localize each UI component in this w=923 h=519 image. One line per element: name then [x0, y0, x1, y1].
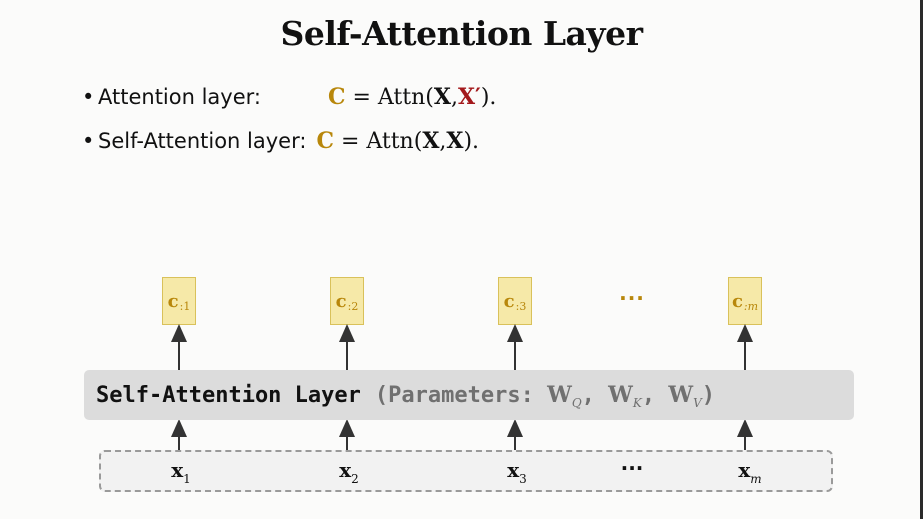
- params-close: ): [701, 383, 715, 408]
- input-symbol: x: [507, 458, 520, 482]
- input-ellipsis: ···: [620, 456, 644, 480]
- input-xm: xm: [730, 458, 770, 486]
- input-symbol: x: [738, 458, 751, 482]
- param-subscript: Q: [571, 396, 582, 410]
- input-subscript: 2: [351, 472, 359, 486]
- input-sequence-box: [99, 450, 833, 492]
- param-wq: WQ: [547, 382, 582, 410]
- formula-lhs: C: [316, 128, 334, 154]
- param-symbol: W: [547, 382, 572, 408]
- formula-eq: = Attn(: [333, 129, 423, 154]
- param-wv: WV: [668, 382, 702, 410]
- bullet-attention-layer: • Attention layer: C = Attn(X,X′).: [82, 84, 496, 110]
- formula-comma: ,: [450, 85, 458, 110]
- input-symbol: x: [339, 458, 352, 482]
- output-subscript: :3: [515, 299, 527, 313]
- params-sep: ,: [641, 383, 669, 408]
- self-attention-formula: C = Attn(X,X).: [316, 128, 479, 154]
- input-x3: x3: [497, 458, 537, 486]
- formula-lhs: C: [328, 84, 346, 110]
- formula-arg1: X: [433, 84, 451, 110]
- formula-close: ).: [463, 129, 480, 154]
- param-wk: WK: [608, 382, 642, 410]
- output-symbol: c: [731, 290, 743, 312]
- param-subscript: K: [632, 396, 642, 410]
- output-symbol: c: [167, 290, 179, 312]
- input-subscript: m: [750, 472, 762, 486]
- output-symbol: c: [503, 290, 515, 312]
- output-subscript: :m: [743, 299, 759, 313]
- attention-formula: C = Attn(X,X′).: [328, 84, 496, 110]
- input-x2: x2: [329, 458, 369, 486]
- params-sep: ,: [581, 383, 609, 408]
- input-symbol: x: [171, 458, 184, 482]
- formula-arg1: X: [422, 128, 440, 154]
- formula-eq: = Attn(: [345, 85, 434, 110]
- output-box-c2: c:2: [330, 277, 364, 325]
- formula-arg2: X: [446, 128, 464, 154]
- input-x1: x1: [161, 458, 201, 486]
- param-symbol: W: [668, 382, 694, 408]
- input-subscript: 3: [519, 472, 527, 486]
- layer-name: Self-Attention Layer: [96, 382, 361, 408]
- output-ellipsis: ···: [619, 286, 645, 310]
- bullet-label: Attention layer:: [98, 85, 261, 109]
- input-subscript: 1: [183, 472, 191, 486]
- output-symbol: c: [335, 290, 347, 312]
- output-box-c1: c:1: [162, 277, 196, 325]
- output-box-cm: c:m: [728, 277, 762, 325]
- bullet-marker: •: [82, 85, 95, 109]
- layer-parameters: (Parameters: WQ, WK, WV): [374, 382, 715, 410]
- bullet-label: Self-Attention layer:: [98, 129, 307, 153]
- formula-arg2: X′: [457, 84, 481, 110]
- bullet-self-attention-layer: • Self-Attention layer: C = Attn(X,X).: [82, 128, 479, 154]
- self-attention-layer-box: Self-Attention Layer (Parameters: WQ, WK…: [84, 370, 854, 420]
- window-edge: [920, 0, 923, 519]
- output-subscript: :2: [347, 299, 359, 313]
- formula-close: ).: [480, 85, 497, 110]
- output-subscript: :1: [179, 299, 191, 313]
- params-open: (Parameters:: [374, 383, 548, 408]
- bullet-marker: •: [82, 129, 95, 153]
- output-box-c3: c:3: [498, 277, 532, 325]
- param-symbol: W: [608, 382, 633, 408]
- param-subscript: V: [693, 396, 702, 410]
- slide-title: Self-Attention Layer: [280, 14, 644, 53]
- formula-comma: ,: [439, 129, 447, 154]
